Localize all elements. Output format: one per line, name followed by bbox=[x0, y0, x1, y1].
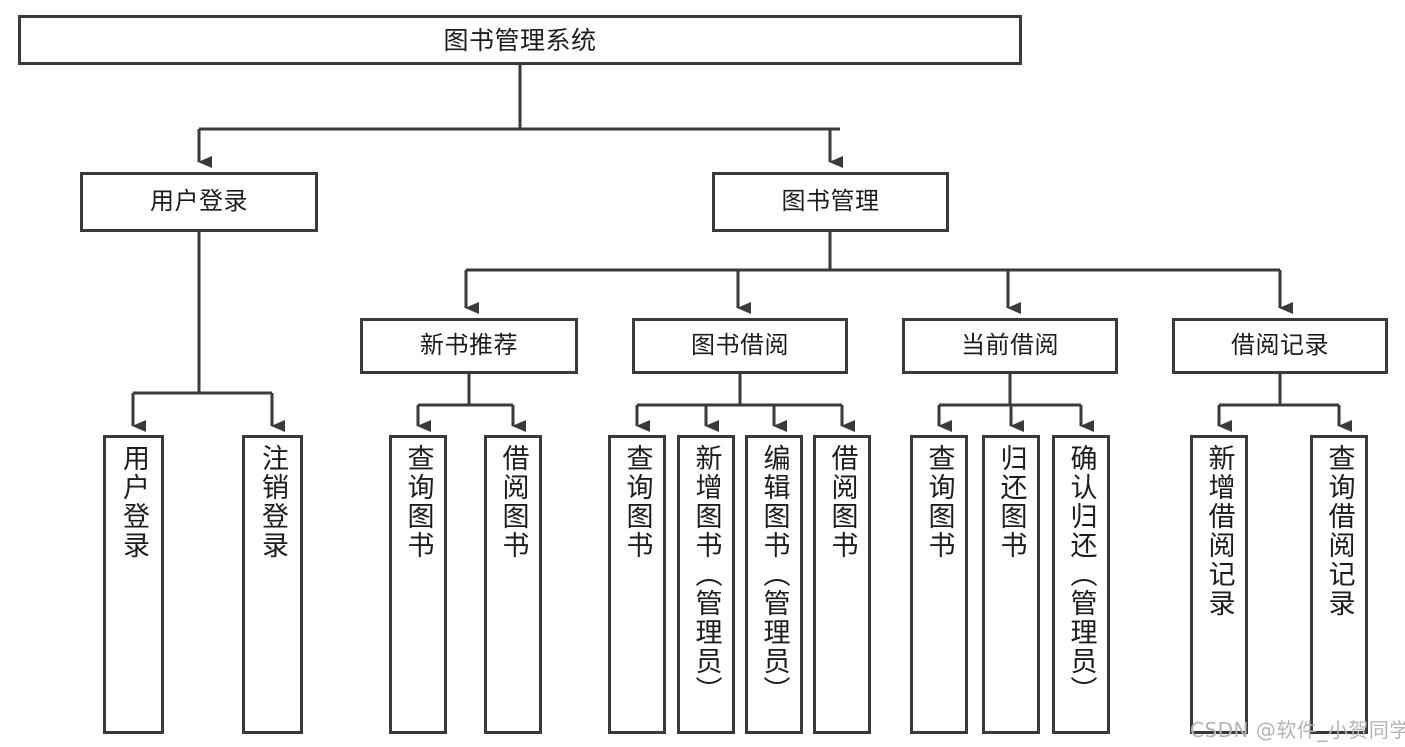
node-root[interactable]: 图书管理系统 bbox=[18, 15, 1022, 65]
leaf-node[interactable]: 借阅图书 bbox=[813, 435, 871, 734]
node-borrow-record-label: 借阅记录 bbox=[1231, 331, 1329, 360]
leaf-node[interactable]: 借阅图书 bbox=[484, 435, 542, 734]
node-current-borrow[interactable]: 当前借阅 bbox=[902, 318, 1118, 374]
leaf-node[interactable]: 编辑图书（管理员） bbox=[745, 435, 803, 734]
leaf-node[interactable]: 用户登录 bbox=[103, 435, 164, 734]
leaf-node[interactable]: 归还图书 bbox=[982, 435, 1040, 734]
leaf-node-label: 归还图书 bbox=[995, 444, 1027, 560]
node-user-login[interactable]: 用户登录 bbox=[80, 172, 318, 232]
leaf-node-label: 查询图书 bbox=[621, 444, 653, 560]
leaf-node[interactable]: 查询借阅记录 bbox=[1310, 435, 1368, 734]
node-new-book-recommend-label: 新书推荐 bbox=[420, 331, 518, 360]
leaf-node-label: 查询借阅记录 bbox=[1323, 444, 1355, 618]
leaf-node-label: 借阅图书 bbox=[826, 444, 858, 560]
leaf-node[interactable]: 注销登录 bbox=[242, 435, 303, 734]
leaf-node-label: 借阅图书 bbox=[497, 444, 529, 560]
leaf-node-label: 确认归还（管理员） bbox=[1065, 444, 1097, 705]
leaf-node-label: 注销登录 bbox=[257, 444, 288, 560]
leaf-node-label: 查询图书 bbox=[923, 444, 955, 560]
node-user-login-label: 用户登录 bbox=[150, 187, 248, 216]
leaf-node[interactable]: 新增借阅记录 bbox=[1190, 435, 1248, 734]
leaf-node-label: 新增借阅记录 bbox=[1203, 444, 1235, 618]
node-book-management-label: 图书管理 bbox=[781, 187, 880, 216]
node-new-book-recommend[interactable]: 新书推荐 bbox=[360, 318, 578, 374]
node-book-borrow-label: 图书借阅 bbox=[691, 331, 789, 360]
leaf-node[interactable]: 新增图书（管理员） bbox=[677, 435, 735, 734]
leaf-node[interactable]: 查询图书 bbox=[910, 435, 968, 734]
leaf-node-label: 新增图书（管理员） bbox=[690, 444, 722, 705]
leaf-node-label: 查询图书 bbox=[402, 444, 434, 560]
leaf-node[interactable]: 确认归还（管理员） bbox=[1052, 435, 1110, 734]
leaf-node-label: 用户登录 bbox=[118, 444, 149, 560]
leaf-node[interactable]: 查询图书 bbox=[389, 435, 447, 734]
node-book-management[interactable]: 图书管理 bbox=[712, 172, 949, 232]
node-borrow-record[interactable]: 借阅记录 bbox=[1172, 318, 1388, 374]
node-current-borrow-label: 当前借阅 bbox=[961, 331, 1059, 360]
node-book-borrow[interactable]: 图书借阅 bbox=[632, 318, 848, 374]
leaf-node-label: 编辑图书（管理员） bbox=[758, 444, 790, 705]
node-root-label: 图书管理系统 bbox=[443, 25, 597, 55]
leaf-node[interactable]: 查询图书 bbox=[608, 435, 666, 734]
